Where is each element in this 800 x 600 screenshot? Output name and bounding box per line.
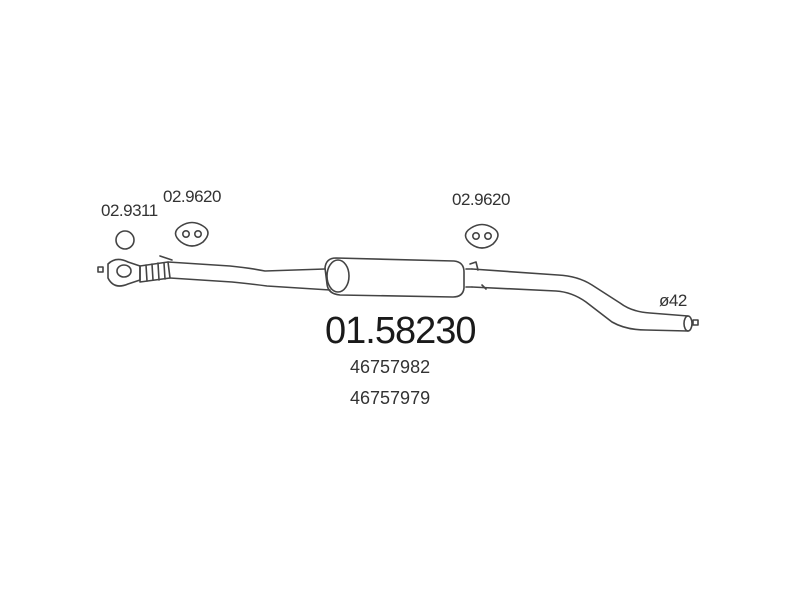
inlet-marker — [97, 266, 104, 273]
oem-number-2: 46757979 — [350, 388, 431, 408]
gasket-ring — [115, 230, 135, 250]
diameter-label: ø42 — [659, 291, 687, 310]
hanger-right — [464, 223, 499, 249]
flex-coupling — [139, 255, 173, 283]
outlet-marker — [692, 319, 699, 326]
pipe-rear — [471, 268, 689, 332]
hanger-left — [174, 221, 209, 247]
oem-number-1: 46757982 — [350, 357, 431, 377]
pipe-outlet — [683, 315, 693, 332]
gasket-code-label: 02.9311 — [101, 201, 158, 220]
hanger-rod — [469, 261, 479, 271]
hanger-left-code-label: 02.9620 — [163, 187, 221, 206]
part-number: 01.58230 — [325, 310, 476, 352]
muffler — [324, 257, 473, 298]
hanger-right-code-label: 02.9620 — [452, 190, 510, 209]
inlet-flange — [107, 258, 141, 287]
pipe-front — [167, 261, 331, 291]
